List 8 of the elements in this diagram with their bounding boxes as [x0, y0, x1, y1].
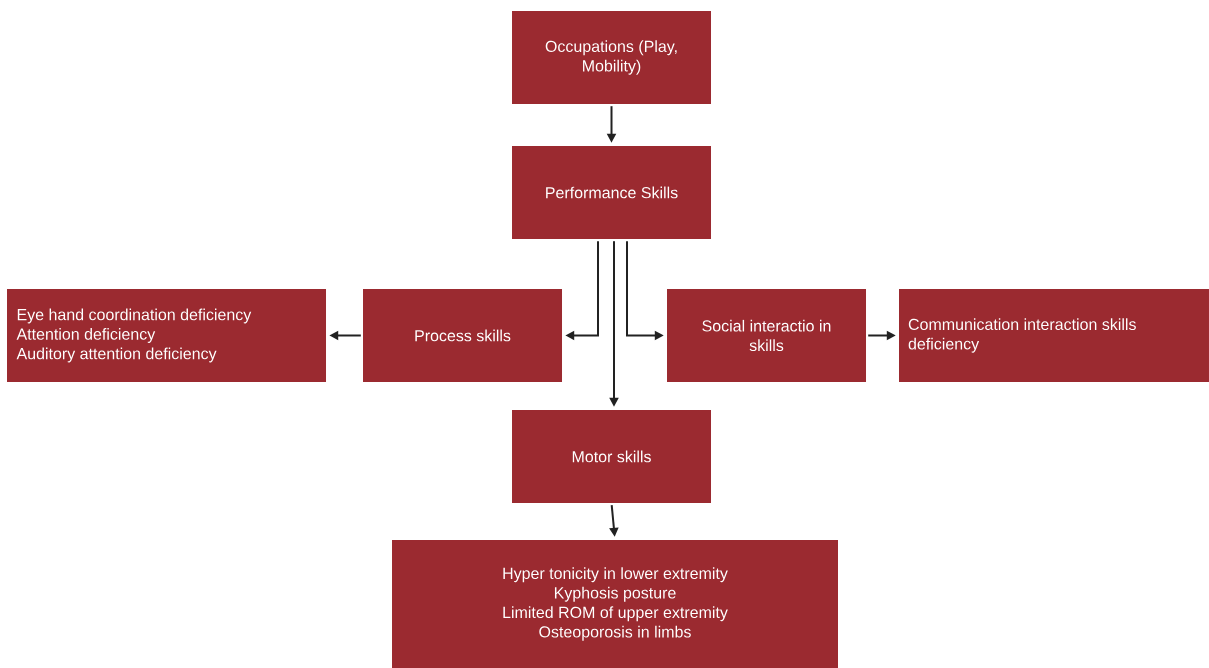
text-box: Motor skills — [512, 410, 711, 503]
text-box: Occupations (Play, Mobility) — [512, 11, 711, 104]
text-box: Performance Skills — [512, 146, 711, 239]
text-box: Eye hand coordination deficiency Attention deficiency Auditory attention deficiency — [7, 289, 326, 382]
text-box: Social interactio in skills — [667, 289, 866, 382]
text-box: Process skills — [363, 289, 562, 382]
text-box: Communication interaction skills deficiency — [899, 289, 1209, 382]
text-box: Hyper tonicity in lower extremity Kyphosis posture Limited ROM of upper extremity Osteoporosis in limbs — [392, 540, 838, 668]
